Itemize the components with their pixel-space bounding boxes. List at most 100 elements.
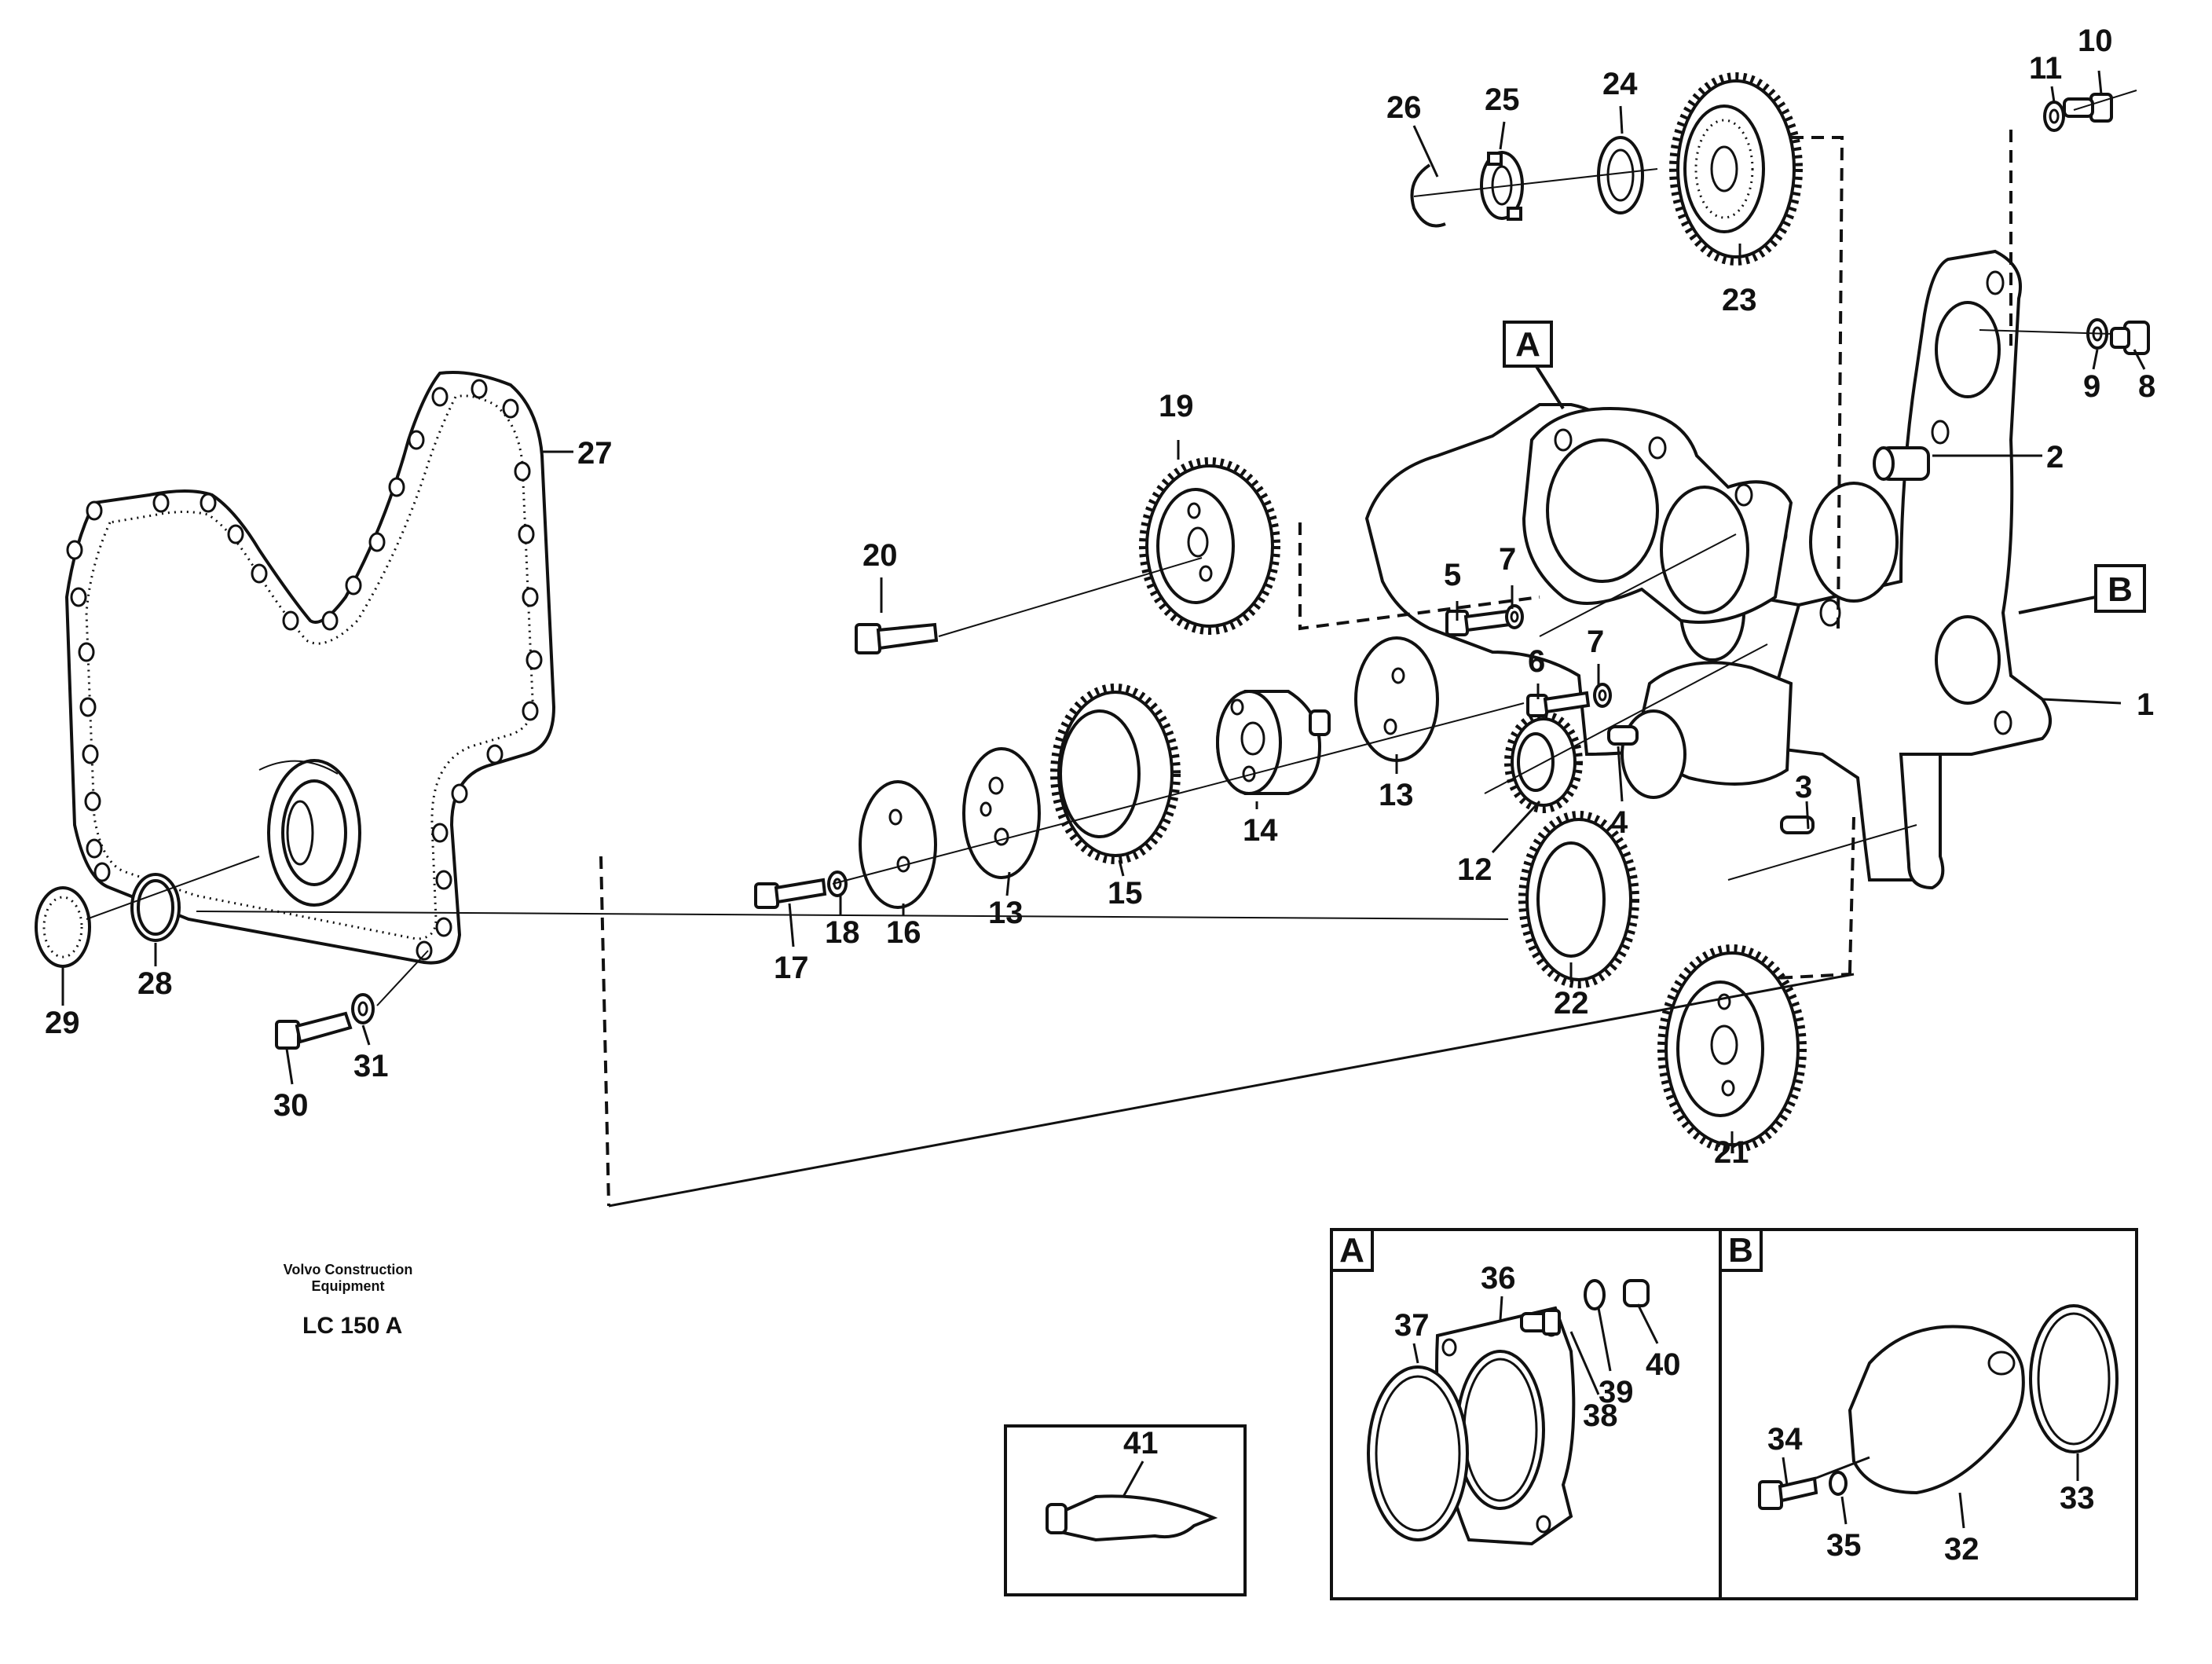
callout-31: 31 bbox=[353, 1049, 389, 1083]
cover-bolt-hole bbox=[416, 940, 433, 961]
callout-17: 17 bbox=[774, 951, 809, 985]
callout-18: 18 bbox=[825, 915, 860, 950]
cover-bolt-hole bbox=[368, 532, 386, 552]
assembly-axes bbox=[86, 90, 2137, 1006]
callout-box-a: A bbox=[1503, 321, 1553, 368]
cover-bolt-hole bbox=[431, 823, 449, 843]
cover-bolt-hole bbox=[471, 379, 488, 399]
callout-28: 28 bbox=[137, 966, 173, 1001]
cover-bolt-hole bbox=[514, 461, 531, 482]
dashed-alignment-lines bbox=[599, 130, 2012, 1207]
cover-bolt-hole bbox=[431, 387, 449, 407]
cover-bolt-hole bbox=[86, 838, 103, 859]
cover-bolt-hole bbox=[66, 540, 83, 560]
washer-plate-16 bbox=[859, 780, 937, 909]
callout-7a: 7 bbox=[1499, 542, 1516, 577]
footer-model: LC 150 A bbox=[302, 1313, 402, 1339]
callout-3: 3 bbox=[1795, 770, 1812, 805]
detail-panel-b: B bbox=[1719, 1228, 2138, 1600]
cover-bolt-hole bbox=[79, 697, 97, 717]
callout-38: 38 bbox=[1583, 1398, 1618, 1433]
cover-bolt-hole bbox=[522, 587, 539, 607]
callout-box-a-letter: A bbox=[1515, 325, 1540, 364]
gear-19 bbox=[1139, 457, 1280, 635]
cover-bolt-hole bbox=[82, 744, 99, 764]
bolt-17 bbox=[754, 878, 827, 909]
cover-bolt-hole bbox=[526, 650, 543, 670]
cover-washer bbox=[351, 993, 375, 1024]
seal-ring bbox=[35, 886, 91, 968]
cover-bolt-hole bbox=[321, 610, 339, 631]
cover-bolt-hole bbox=[86, 500, 103, 521]
callout-33: 33 bbox=[2060, 1481, 2095, 1516]
cover-bolt-hole bbox=[227, 524, 244, 544]
cover-bolt-hole bbox=[78, 642, 95, 662]
callout-13a: 13 bbox=[988, 896, 1024, 930]
callout-41: 41 bbox=[1123, 1426, 1159, 1461]
callout-14: 14 bbox=[1243, 813, 1278, 848]
callout-24: 24 bbox=[1602, 67, 1638, 101]
cover-bolt-hole bbox=[251, 563, 268, 584]
footer-note: Volvo Construction Equipment LC 150 A bbox=[284, 1262, 413, 1339]
callout-box-b: B bbox=[2094, 564, 2146, 613]
timing-gear-cover bbox=[64, 371, 556, 965]
callout-36: 36 bbox=[1481, 1261, 1516, 1296]
bolt-5 bbox=[1445, 609, 1512, 636]
callout-6: 6 bbox=[1528, 644, 1545, 679]
detail-panel-a: A bbox=[1330, 1228, 1722, 1600]
plug-8 bbox=[2110, 321, 2150, 355]
timing-gear-plate bbox=[1364, 249, 2052, 890]
callout-12: 12 bbox=[1457, 852, 1492, 887]
cover-bolt-hole bbox=[200, 493, 217, 513]
callout-23: 23 bbox=[1722, 283, 1757, 317]
detail-panel-41 bbox=[1004, 1424, 1247, 1596]
cover-bolt-hole bbox=[502, 398, 519, 419]
callout-11: 11 bbox=[2029, 51, 2062, 86]
cover-bolt-hole bbox=[345, 575, 362, 596]
callout-37: 37 bbox=[1394, 1308, 1430, 1343]
thrust-washer-13a bbox=[962, 747, 1041, 879]
washer-18 bbox=[827, 870, 848, 897]
label-leaders bbox=[61, 70, 2146, 1147]
washer-11 bbox=[2043, 101, 2065, 132]
callout-34: 34 bbox=[1767, 1422, 1803, 1457]
callout-21: 21 bbox=[1714, 1135, 1749, 1170]
callout-20: 20 bbox=[862, 538, 898, 573]
cover-bolt-hole bbox=[408, 430, 425, 450]
callout-7b: 7 bbox=[1587, 625, 1604, 659]
callout-26: 26 bbox=[1386, 90, 1422, 125]
crankshaft-seal bbox=[130, 873, 181, 942]
thrust-washer-13b bbox=[1354, 636, 1439, 762]
gear-21 bbox=[1657, 944, 1807, 1153]
callout-16: 16 bbox=[886, 915, 921, 950]
gear-15 bbox=[1050, 684, 1181, 864]
callout-22: 22 bbox=[1554, 986, 1589, 1021]
cover-bolt-hole bbox=[282, 610, 299, 631]
callout-2: 2 bbox=[2046, 440, 2064, 475]
footer-line-1: Volvo Construction bbox=[284, 1262, 413, 1277]
callout-29: 29 bbox=[45, 1006, 80, 1040]
callout-8: 8 bbox=[2138, 369, 2155, 404]
callout-15: 15 bbox=[1108, 876, 1143, 911]
circlip-26 bbox=[1410, 163, 1446, 228]
bolt-6 bbox=[1526, 691, 1591, 717]
idler-hub-14 bbox=[1215, 690, 1331, 795]
footer-line-2: Equipment bbox=[312, 1278, 385, 1294]
cover-bolt bbox=[275, 1011, 353, 1050]
lock-nut-25 bbox=[1480, 151, 1524, 221]
pin-4 bbox=[1607, 725, 1639, 746]
callout-9: 9 bbox=[2083, 369, 2100, 404]
cover-bolt-hole bbox=[451, 783, 468, 804]
detail-b-letter: B bbox=[1728, 1231, 1753, 1270]
callout-35: 35 bbox=[1826, 1528, 1862, 1563]
cover-bolt-hole bbox=[388, 477, 405, 497]
washer-7b bbox=[1593, 683, 1612, 708]
cover-bolt-hole bbox=[435, 870, 452, 890]
gear-23 bbox=[1669, 72, 1803, 266]
callout-4: 4 bbox=[1610, 805, 1628, 840]
plug-10 bbox=[2063, 93, 2113, 123]
detail-a-letter: A bbox=[1339, 1231, 1364, 1270]
callout-13b: 13 bbox=[1379, 778, 1414, 812]
callout-19: 19 bbox=[1159, 389, 1194, 423]
